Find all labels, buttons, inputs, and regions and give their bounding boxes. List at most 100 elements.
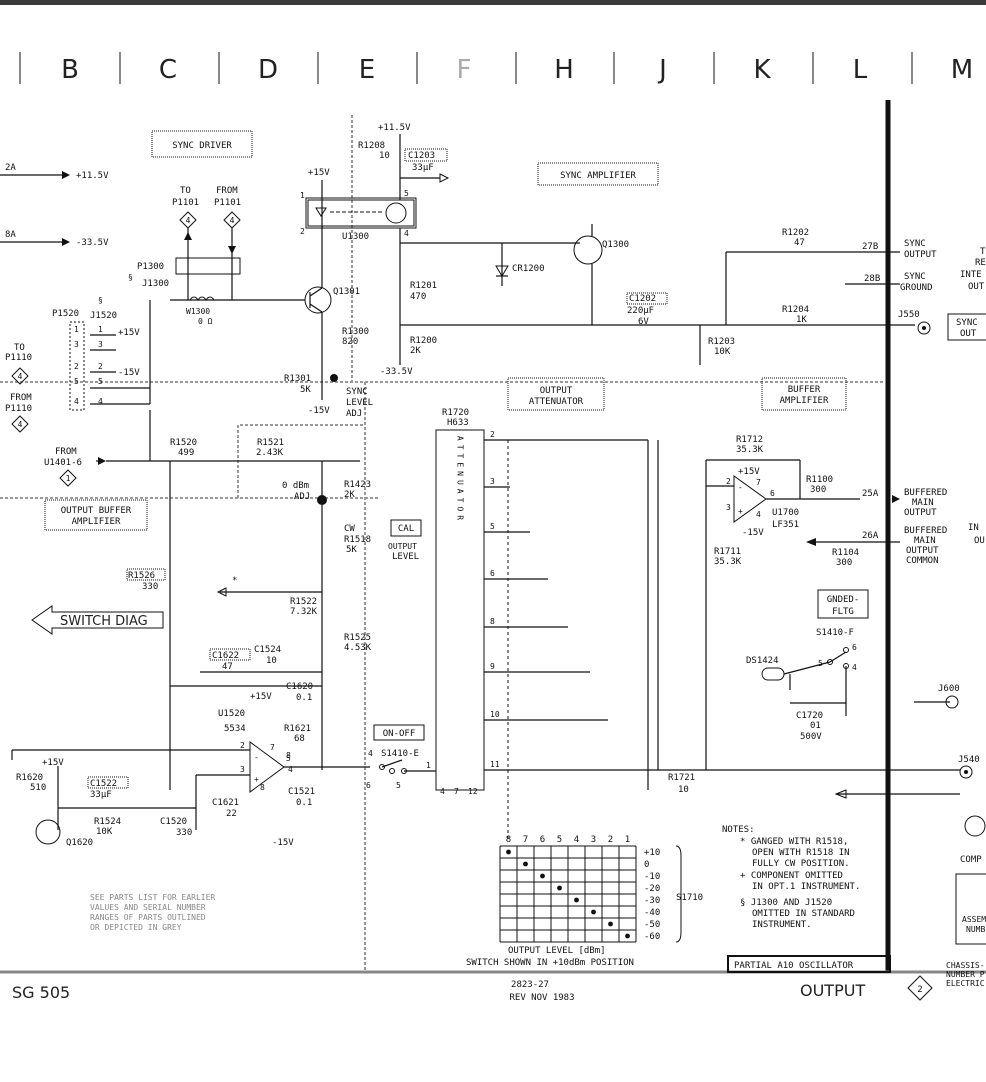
sheet-badge — [907, 975, 933, 1001]
column-label: K — [753, 55, 771, 85]
svg-text:2: 2 — [240, 741, 245, 750]
svg-text:6: 6 — [770, 489, 775, 498]
note-line: + COMPONENT OMITTED — [740, 871, 843, 881]
c1524-label: 10 — [266, 656, 277, 666]
svg-text:4: 4 — [18, 420, 23, 429]
r1721-label: 10 — [678, 785, 689, 795]
c1720-label: 500V — [800, 732, 822, 742]
table-column-header: 2 — [608, 835, 613, 845]
j1520-label: J1520 — [90, 311, 117, 321]
c1520-label: C1520 — [160, 817, 187, 827]
minus-33v5-bottom-label: -33.5V — [380, 367, 413, 377]
r1203-label: 10K — [714, 347, 731, 357]
parts-note-line: SEE PARTS LIST FOR EARLIER — [90, 893, 215, 902]
svg-text:4: 4 — [440, 787, 445, 796]
buffer-amplifier-circuit: R1712 35.3K +15V - + 2 3 6 7 4 -15V U170… — [630, 435, 985, 799]
buffered-main-output-label: BUFFERED — [904, 488, 947, 498]
c1622-label: 47 — [222, 662, 233, 672]
r1522-label: 7.32K — [290, 607, 318, 617]
svg-text:6: 6 — [490, 569, 495, 578]
table-dot — [523, 861, 528, 867]
minus-15v-label: -15V — [742, 528, 764, 538]
p1300-label: P1300 — [137, 262, 164, 272]
c1621-label: 22 — [226, 809, 237, 819]
r1525-label: R1525 — [344, 633, 371, 643]
from-u1401-label: FROM — [55, 447, 77, 457]
plus-15v1-label: +15V — [42, 758, 64, 768]
r1720-label: H633 — [447, 418, 469, 428]
r1301-label: 5K — [300, 385, 311, 395]
column-label: D — [258, 55, 278, 85]
table-row-header: -10 — [644, 872, 660, 882]
svg-text:5: 5 — [396, 781, 401, 790]
r1104-label: 300 — [836, 558, 852, 568]
attenuator-label: ATTENUATOR — [456, 436, 465, 524]
cut-off-label: INTE — [960, 270, 982, 280]
column-label: B — [61, 55, 79, 85]
svg-text:4: 4 — [756, 510, 761, 519]
q1300-transistor — [573, 235, 603, 265]
table-column-header: 1 — [625, 835, 630, 845]
q1620-label: Q1620 — [66, 838, 93, 848]
input-rails: 2A +11.5V 8A -33.5V — [0, 163, 109, 248]
table-row-header: +10 — [644, 848, 660, 858]
on-off-switch: ON-OFF 4 S1410-E 6 5 1 — [366, 724, 436, 790]
svg-text:+15V: +15V — [118, 328, 140, 338]
table-column-header: 6 — [540, 835, 545, 845]
table-column-header: 8 — [506, 835, 511, 845]
gnded-fltg-label: GNDED- — [827, 595, 860, 605]
svg-text:+: + — [254, 775, 259, 784]
svg-text:7: 7 — [270, 743, 275, 752]
r1518-label: 5K — [346, 545, 357, 555]
table-dot — [591, 909, 596, 915]
svg-text:5: 5 — [74, 377, 79, 386]
buffered-main-output-label: MAIN — [912, 498, 934, 508]
svg-text:4: 4 — [230, 216, 235, 225]
cal-box — [390, 519, 422, 537]
r1521-label: 2.43K — [256, 448, 284, 458]
r1526-label: R1526 — [128, 571, 155, 581]
svg-text:3: 3 — [240, 765, 245, 774]
r1100-label: R1100 — [806, 475, 833, 485]
r1300-label: 820 — [342, 337, 358, 347]
sync-output-label: OUTPUT — [904, 250, 937, 260]
zero-dbm-label: ADJ — [294, 492, 310, 502]
svg-text:4: 4 — [368, 749, 373, 758]
sync-driver-circuit: TO P1101 FROM P1101 4 4 P1300 J1300 § W1… — [128, 168, 373, 419]
svg-text:9: 9 — [490, 662, 495, 671]
from-p1101-label: P1101 — [214, 198, 241, 208]
q1300-label: Q1300 — [602, 240, 629, 250]
j550-label: J550 — [898, 310, 920, 320]
u1700-label: U1700 — [772, 508, 799, 518]
svg-text:+: + — [738, 507, 743, 516]
sync-level-label: ADJ — [346, 409, 362, 419]
pin-25a-label: 25A — [862, 489, 879, 499]
svg-text:8: 8 — [490, 617, 495, 626]
c1202-label: 220µF — [627, 306, 654, 316]
switch-table-caption: OUTPUT LEVEL [dBm] — [508, 946, 606, 956]
output-buffer-amplifier-label: AMPLIFIER — [72, 517, 121, 527]
u1520-label: U1520 — [218, 709, 245, 719]
svg-text:4: 4 — [186, 216, 191, 225]
footer: PARTIAL A10 OSCILLATOR SG 505 2823-27 RE… — [12, 815, 986, 1003]
from-p1110-label: FROM — [10, 393, 32, 403]
r1300-label: R1300 — [342, 327, 369, 337]
buffered-main-common-label: OUTPUT — [906, 546, 939, 556]
r1201-label: 470 — [410, 292, 426, 302]
zero-dbm-label: 0 dBm — [282, 481, 309, 491]
u1700-opamp — [733, 475, 767, 523]
svg-text:4: 4 — [98, 397, 103, 406]
j550-jack — [917, 321, 931, 335]
r1712-label: 35.3K — [736, 445, 764, 455]
note-line: IN OPT.1 INSTRUMENT. — [752, 882, 860, 892]
c1203-label: C1203 — [408, 151, 435, 161]
r1522-label: R1522 — [290, 597, 317, 607]
j600-label: J600 — [938, 684, 960, 694]
switch-table-caption: SWITCH SHOWN IN +10dBm POSITION — [466, 958, 634, 968]
s1710-label: S1710 — [676, 893, 703, 903]
r1520-label: R1520 — [170, 438, 197, 448]
svg-text:6: 6 — [852, 643, 857, 652]
svg-text:1: 1 — [98, 325, 103, 334]
sync-driver-label: SYNC DRIVER — [172, 141, 232, 151]
